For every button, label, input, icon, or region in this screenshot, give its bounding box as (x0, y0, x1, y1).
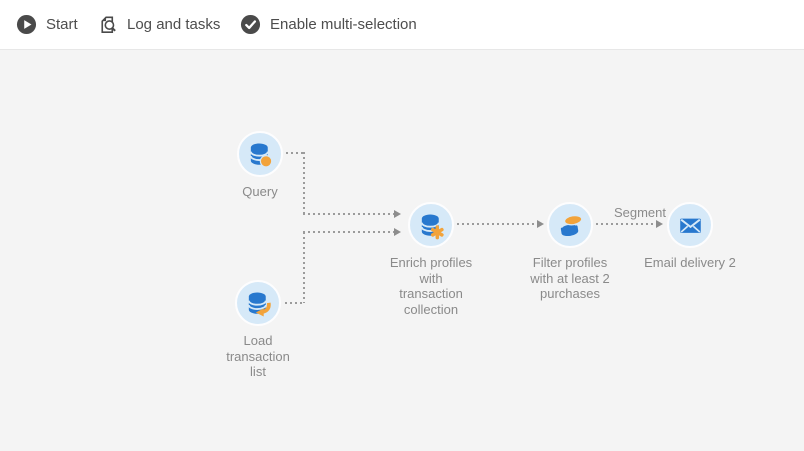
edge-segment-label: Segment (613, 205, 666, 220)
edge-load-stub (285, 302, 305, 304)
node-query-label: Query (242, 184, 278, 199)
edge-query-stub (286, 152, 305, 154)
node-load-transaction-list[interactable]: Load transaction list (226, 280, 290, 379)
arrowhead-icon (394, 210, 401, 218)
toolbar: Start Log and tasks Enable multi-sel (0, 0, 804, 50)
edge-query-vertical (303, 152, 305, 214)
database-load-icon (244, 289, 273, 318)
node-email-delivery-2-label: Email delivery 2 (644, 255, 736, 270)
edge-load-vertical (303, 232, 305, 303)
check-circle-icon (240, 14, 261, 35)
node-query[interactable]: Query (237, 131, 283, 199)
node-filter-profiles-label: Filter profiles with at least 2 purchase… (530, 255, 610, 301)
arrowhead-icon (394, 228, 401, 236)
database-enrich-icon (417, 211, 446, 240)
arrowhead-icon (537, 220, 544, 228)
workflow-canvas[interactable]: Segment Query (0, 50, 804, 451)
node-enrich-profiles[interactable]: Enrich profiles with transaction collect… (390, 202, 472, 317)
play-circle-icon (16, 14, 37, 35)
edge-enrich-to-filter (457, 223, 538, 225)
log-and-tasks-button[interactable]: Log and tasks (97, 0, 220, 49)
log-and-tasks-label: Log and tasks (127, 16, 221, 33)
start-button[interactable]: Start (16, 0, 78, 49)
email-icon (676, 211, 705, 240)
enable-multi-selection-button[interactable]: Enable multi-selection (240, 0, 417, 49)
log-search-icon (97, 14, 118, 35)
filter-split-icon (556, 211, 585, 240)
database-query-icon (246, 140, 275, 169)
enable-multi-selection-label: Enable multi-selection (270, 16, 417, 33)
edge-load-to-enrich (303, 231, 394, 233)
edge-query-to-enrich (303, 213, 394, 215)
edge-filter-to-email (596, 223, 657, 225)
arrowhead-icon (656, 220, 663, 228)
node-enrich-profiles-label: Enrich profiles with transaction collect… (389, 255, 473, 317)
start-button-label: Start (46, 16, 78, 33)
node-filter-profiles[interactable]: Filter profiles with at least 2 purchase… (530, 202, 610, 301)
node-email-delivery-2[interactable]: Email delivery 2 (644, 202, 736, 270)
node-load-transaction-list-label: Load transaction list (226, 333, 290, 379)
